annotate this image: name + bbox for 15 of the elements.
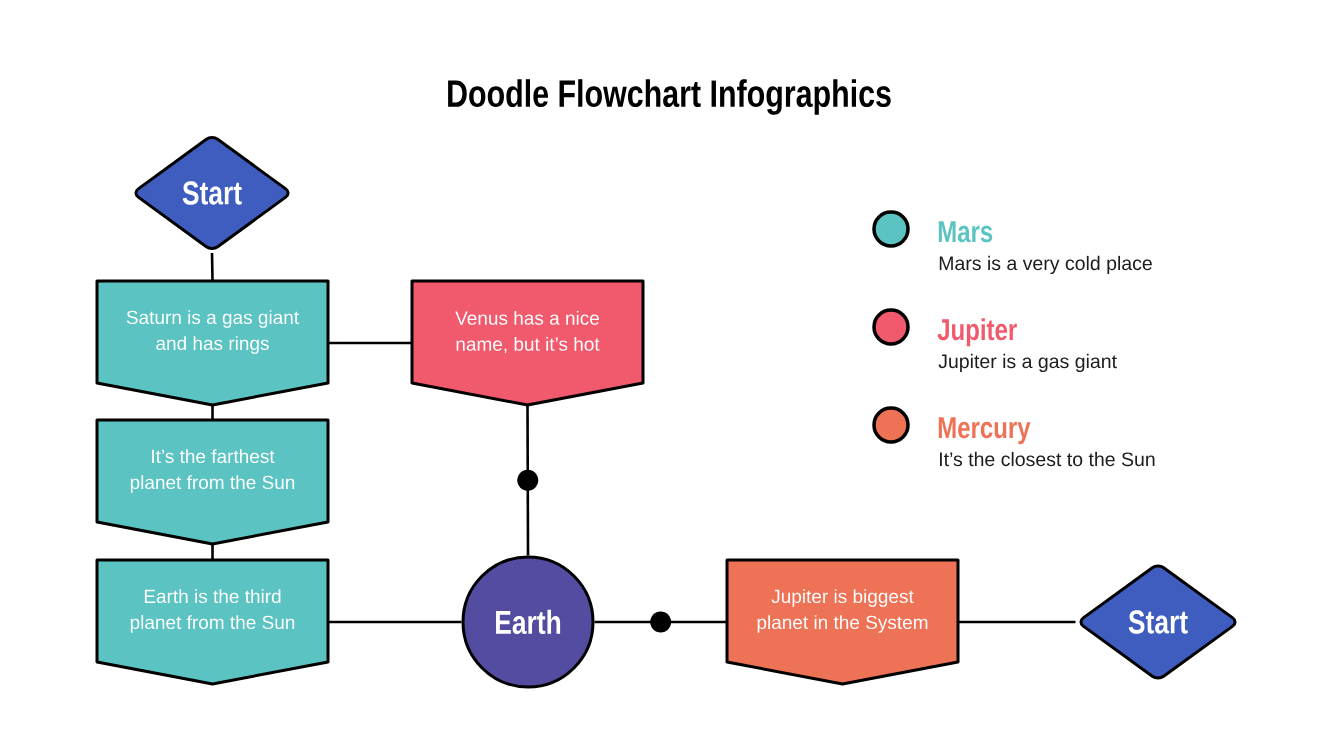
process-box: Earth is the third planet from the Sun [95,558,330,686]
process-box: Jupiter is biggest planet in the System [725,558,960,686]
legend-label: Jupiter [937,318,1017,347]
diamond-node: Start [1079,564,1237,680]
title: Doodle Flowchart Infographics [448,79,891,115]
legend-label: Mercury [938,417,1031,445]
description: Mars is a very cold place [939,255,1152,275]
process-box: Venus has a nice name, but it’s hot [410,279,645,407]
description: It’s the closest to the Sun [940,451,1155,467]
process-box: Saturn is a gas giant and has rings [95,279,330,407]
description: Jupiter is a gas giant [938,353,1117,373]
circle-node: Earth [461,555,595,689]
diamond-node: Start [134,136,290,250]
process-box: It’s the farthest planet from the Sun [95,418,330,546]
legend-label: Mars [938,221,993,243]
